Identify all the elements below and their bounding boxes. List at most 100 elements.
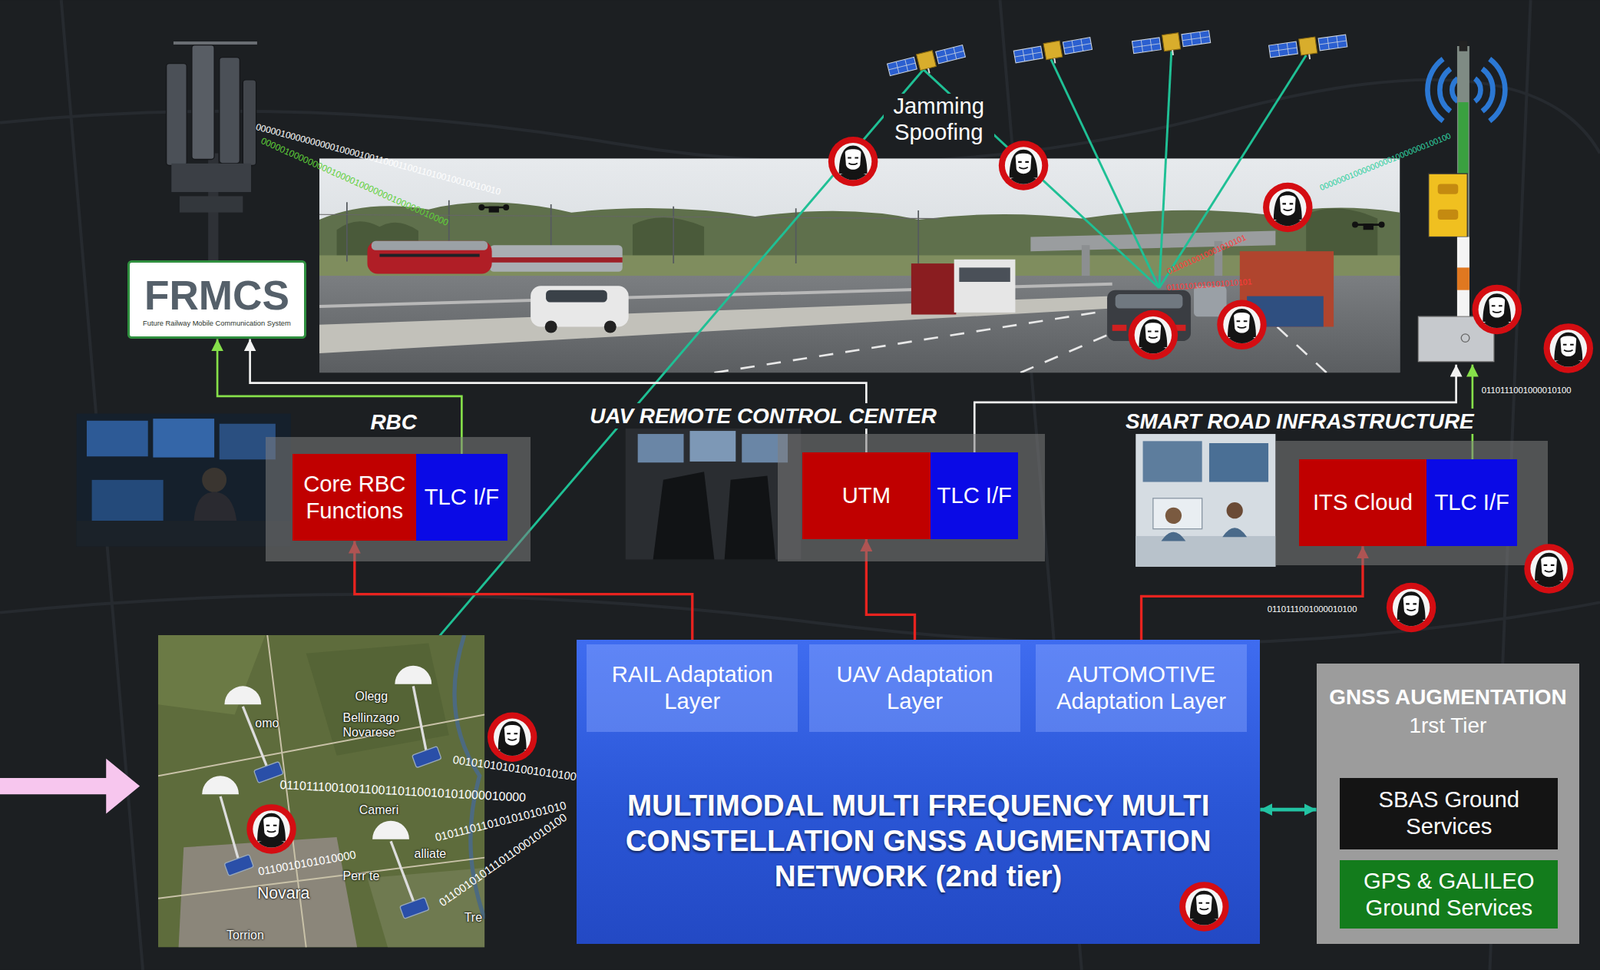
cell-tower — [179, 195, 243, 212]
highway-photo — [479, 207, 1385, 225]
roadside-unit — [1438, 209, 1459, 220]
cell-tower — [166, 42, 258, 261]
highway-photo — [489, 244, 623, 272]
text-holder: ITS Cloud — [1299, 459, 1427, 546]
cell-tower — [171, 163, 252, 192]
cockpit-photo — [724, 476, 776, 560]
highway-photo — [1352, 221, 1359, 229]
attacker-icon — [1216, 300, 1267, 351]
map-place: Cameri — [359, 803, 399, 817]
cockpit-photo — [625, 426, 802, 560]
box-label: GPS & GALILEO Ground Services — [1343, 867, 1554, 922]
map-place: Novara — [257, 883, 311, 903]
highway-photo — [911, 263, 956, 315]
cockpit-photo — [638, 433, 685, 463]
reference-station — [412, 746, 442, 768]
control-room-photo — [86, 420, 149, 457]
highway-photo — [545, 290, 608, 303]
traffic-center-photo — [1160, 527, 1247, 541]
reference-station — [400, 896, 430, 919]
highway-photo — [1378, 221, 1386, 229]
cell-tower — [191, 45, 215, 160]
roadside-unit — [1428, 173, 1468, 237]
attacker-icon — [1179, 881, 1230, 932]
attacker-icon — [1523, 543, 1574, 594]
traffic-center-photo — [1135, 433, 1276, 567]
box-label: Core RBC Functions — [297, 470, 413, 525]
binary-stream: 0110010010001010101 — [1165, 232, 1248, 277]
highway-photo — [545, 320, 558, 334]
highway-photo — [530, 285, 629, 327]
map-place: Tre — [464, 910, 483, 925]
control-panel: ITS CloudTLC I/FSMART ROAD INFRASTRUCTUR… — [1275, 440, 1548, 566]
cockpit-photo — [625, 426, 802, 560]
text-holder: TLC I/F — [1426, 459, 1518, 546]
cell-tower — [219, 57, 241, 164]
reference-station — [224, 854, 254, 877]
roadside-unit — [1461, 333, 1470, 343]
control-room-photo — [76, 520, 291, 546]
data-link — [1259, 807, 1316, 812]
control-room-photo — [92, 479, 164, 521]
map-place: Olegg — [355, 689, 389, 704]
function-box: UTM — [802, 452, 931, 539]
map — [306, 643, 450, 756]
function-box: Core RBC Functions — [292, 453, 417, 541]
attacker-icon — [1386, 582, 1437, 633]
satellite — [1268, 32, 1349, 65]
highway-photo — [319, 214, 939, 219]
satellite — [1131, 28, 1212, 61]
reference-station — [242, 706, 268, 768]
reference-station — [201, 665, 432, 840]
interface-box: TLC I/F — [416, 453, 507, 541]
highway-photo — [1363, 223, 1374, 230]
panel-heading: SMART ROAD INFRASTRUCTURE — [1122, 408, 1478, 434]
traffic-center-photo — [1209, 442, 1269, 483]
logo-wordmark: FRMCS — [144, 271, 290, 321]
threat-label: Jamming Spoofing — [883, 93, 995, 146]
text-holder: SMART ROAD INFRASTRUCTURE — [1122, 408, 1478, 434]
highway-photo — [1171, 324, 1187, 331]
interface-box: TLC I/F — [1426, 459, 1518, 546]
box-label: TLC I/F — [937, 482, 1012, 510]
cockpit-photo — [689, 430, 736, 462]
attacker-icon — [1262, 182, 1313, 233]
text-holder: GNSS AUGMENTATION1rst Tier — [1316, 663, 1581, 740]
text-holder: SBAS Ground Services — [1339, 777, 1558, 850]
gnss-signal-line — [413, 69, 924, 668]
box-label: AUTOMOTIVE Adaptation Layer — [1039, 661, 1243, 715]
highway-photo — [1115, 294, 1184, 309]
highway-photo — [371, 241, 489, 251]
text-holder: GPS & GALILEO Ground Services — [1339, 859, 1558, 929]
binary-stream: 00101010101001010100 — [452, 753, 578, 784]
text-holder: UTM — [802, 452, 931, 539]
adaptation-layer: AUTOMOTIVE Adaptation Layer — [1035, 644, 1247, 732]
roadside-unit — [1457, 237, 1470, 319]
panel-heading: UAV REMOTE CONTROL CENTER — [586, 403, 940, 429]
adaptation-layer: RAIL Adaptation Layer — [586, 644, 798, 732]
highway-photo — [489, 257, 623, 263]
map-place: Torrion — [226, 928, 265, 943]
highway-photo — [1239, 251, 1334, 327]
highway-photo — [954, 259, 1016, 313]
pink-arrow — [0, 758, 140, 814]
reference-station — [254, 761, 284, 784]
binary-stream: 0110111001000010100 — [1481, 385, 1572, 396]
adaptation-layer: UAV Adaptation Layer — [809, 644, 1021, 732]
highway-photo — [604, 320, 617, 334]
traffic-center-photo — [1165, 507, 1182, 524]
roadside-unit — [1418, 316, 1494, 361]
binary-stream: 0000000100000000010000000100100 — [1318, 131, 1452, 193]
attacker-icon — [998, 140, 1049, 191]
reference-station — [220, 796, 239, 861]
highway-photo — [379, 253, 480, 257]
attacker-icon — [246, 803, 297, 854]
text-holder: UAV REMOTE CONTROL CENTER — [586, 403, 940, 429]
pink-arrow — [0, 758, 140, 814]
box-label: UTM — [842, 482, 891, 510]
traffic-center-photo — [1153, 498, 1203, 529]
box-label: ITS Cloud — [1312, 489, 1413, 516]
